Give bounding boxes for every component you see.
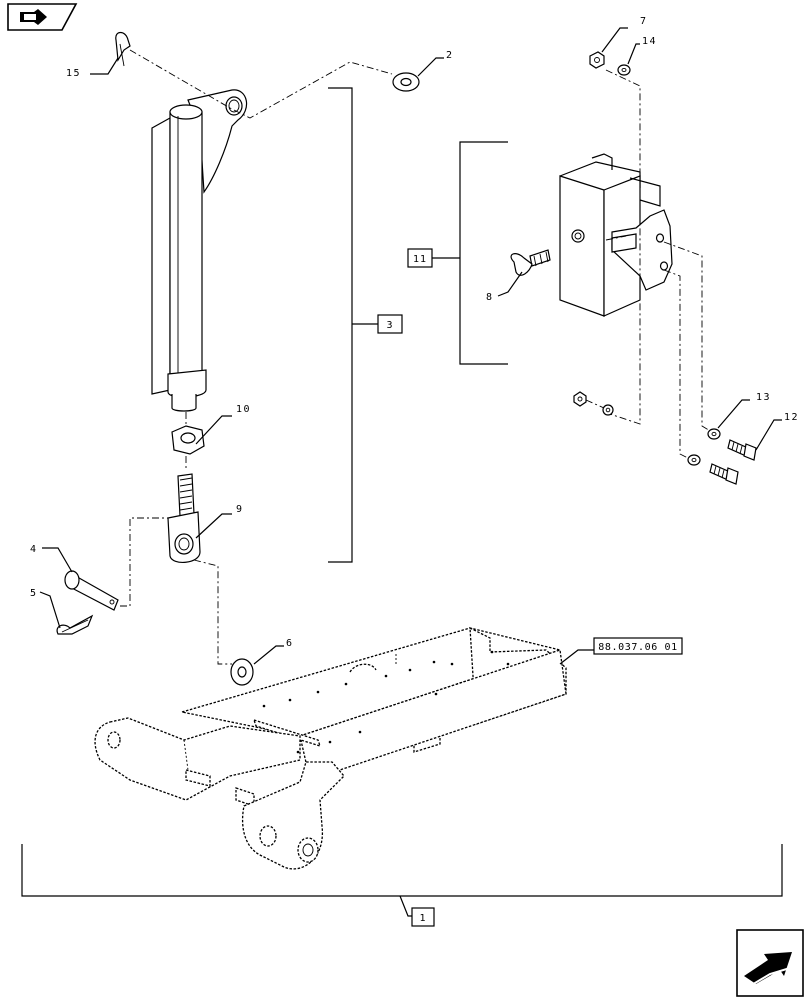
callout-9: 9 xyxy=(236,504,244,515)
svg-text:3: 3 xyxy=(386,320,393,331)
cotter-pin-15 xyxy=(115,31,131,67)
lower-bolt xyxy=(709,463,739,485)
cotter-pin-5 xyxy=(56,614,94,635)
nut-10 xyxy=(171,425,205,455)
svg-text:11: 11 xyxy=(413,254,427,265)
callout-2: 2 xyxy=(446,50,454,61)
bolt-12 xyxy=(727,439,757,461)
reference-box[interactable]: 88.037.06 01 xyxy=(593,637,683,655)
washer-14 xyxy=(617,64,631,76)
callout-13: 13 xyxy=(756,392,771,403)
callout-14: 14 xyxy=(642,36,657,47)
wing-bolt-8 xyxy=(510,249,551,276)
callout-8: 8 xyxy=(486,292,494,303)
svg-text:88.037.06 01: 88.037.06 01 xyxy=(598,642,677,653)
callout-12: 12 xyxy=(784,412,799,423)
callout-10: 10 xyxy=(236,404,251,415)
callout-15: 15 xyxy=(66,68,81,79)
washer-13 xyxy=(707,428,721,440)
cylinder-assembly xyxy=(151,89,248,412)
callout-box-11[interactable]: 11 xyxy=(407,248,433,268)
nut-7 xyxy=(589,51,605,69)
svg-text:1: 1 xyxy=(419,913,426,924)
lower-washer-2 xyxy=(687,454,701,466)
callout-4: 4 xyxy=(30,544,38,555)
group-bracket-3 xyxy=(328,87,353,563)
callout-5: 5 xyxy=(30,588,38,599)
callout-box-3[interactable]: 3 xyxy=(377,314,403,334)
washer-6 xyxy=(230,658,254,686)
lower-nut xyxy=(573,391,587,407)
clevis-pin-4 xyxy=(64,570,119,611)
rod-end-9 xyxy=(167,473,201,563)
next-page-arrow-icon[interactable] xyxy=(736,929,804,997)
bracket-housing xyxy=(559,153,673,317)
callout-box-1[interactable]: 1 xyxy=(411,907,435,927)
group-bracket-1 xyxy=(21,844,783,897)
group-bracket-11 xyxy=(459,141,508,365)
lower-washer xyxy=(602,404,614,416)
base-frame xyxy=(94,626,567,870)
book-arrow-icon[interactable] xyxy=(7,3,78,31)
callout-7: 7 xyxy=(640,16,648,27)
washer-2 xyxy=(392,72,420,92)
assembly-line-top xyxy=(129,49,393,119)
callout-6: 6 xyxy=(286,638,294,649)
